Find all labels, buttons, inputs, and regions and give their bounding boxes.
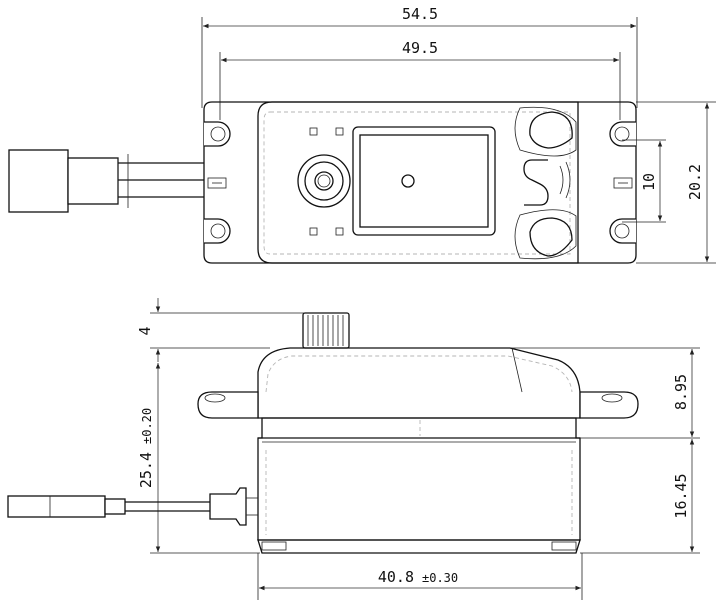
cable-top-view (8, 149, 204, 213)
svg-text:25.4 ±0.20: 25.4 ±0.20 (137, 408, 155, 488)
dim-label-49-5: 49.5 (402, 39, 438, 57)
mounting-ears-side (197, 391, 639, 419)
dimension-top-height: 8.95 (672, 349, 695, 437)
dim-label-20-2: 20.2 (686, 164, 704, 200)
dim-tol-25-4: ±0.20 (140, 408, 154, 444)
side-view: 4 25.4 ±0.20 8.95 16.45 40.8 ±0.30 (7, 298, 700, 600)
svg-text:40.8 ±0.30: 40.8 ±0.30 (378, 568, 458, 586)
dim-label-40-8: 40.8 (378, 568, 414, 586)
connector-plug-top (8, 149, 69, 213)
dimension-spline-height: 4 (136, 298, 161, 362)
dimension-overall-depth: 20.2 (686, 103, 710, 262)
dim-label-4: 4 (136, 326, 154, 335)
dim-label-16-45: 16.45 (672, 473, 690, 518)
dimension-overall-width: 54.5 (203, 5, 636, 29)
dimension-hole-offset: 10 (640, 141, 663, 221)
output-spline-side (302, 312, 350, 349)
dimension-case-width: 40.8 ±0.30 (259, 568, 581, 591)
dim-label-54-5: 54.5 (402, 5, 438, 23)
dim-label-10: 10 (640, 173, 658, 191)
top-view: 54.5 49.5 (8, 5, 716, 264)
left-mounting-slots (204, 121, 231, 244)
mounting-flange (203, 101, 637, 264)
dimension-lower-height: 16.45 (672, 439, 695, 552)
dim-label-8-95: 8.95 (672, 374, 690, 410)
dimension-hole-spacing: 49.5 (221, 39, 619, 63)
brand-s-logo (523, 159, 549, 206)
cable-side-view (7, 487, 258, 526)
servo-top-cover (257, 347, 581, 419)
display-window (352, 126, 496, 236)
servo-lower-case (257, 417, 581, 541)
dimension-body-height: 25.4 ±0.20 (137, 363, 161, 552)
connector-plug-side (7, 495, 106, 518)
dim-tol-40-8: ±0.30 (422, 571, 458, 585)
output-spline-top (297, 154, 351, 208)
dim-label-25-4: 25.4 (137, 452, 155, 488)
servo-body-top (257, 101, 579, 264)
